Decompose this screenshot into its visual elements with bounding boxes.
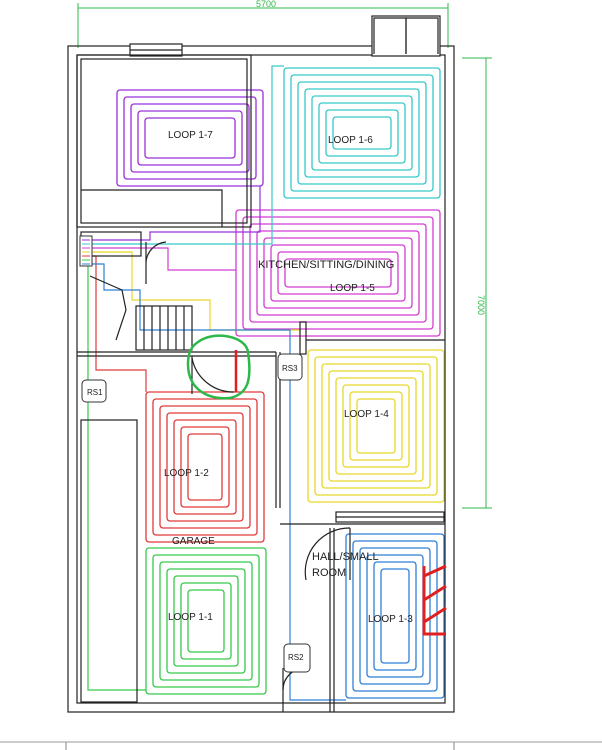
loop-1-1-ring <box>152 554 260 688</box>
loop-1-4-ring <box>307 349 445 503</box>
loop-1-3-feed <box>92 263 346 701</box>
loop-1-6-ring <box>290 74 434 192</box>
loop-1-3-ring <box>373 561 417 671</box>
loop-1-4-ring <box>356 398 396 454</box>
loop-1-6-ring <box>283 67 441 199</box>
loop-1-7-ring <box>116 89 264 187</box>
loop-1-5-ring <box>256 230 420 316</box>
loop-1-1-pipes <box>145 547 267 695</box>
loop-1-7-label: LOOP 1-7 <box>168 130 213 141</box>
loop-1-5-feed <box>92 247 236 271</box>
loop-1-6-pipes <box>283 67 441 199</box>
dimension-width: 5700 <box>77 0 449 48</box>
loop-1-4-label: LOOP 1-4 <box>344 409 389 420</box>
loop-1-3-ring <box>359 547 431 685</box>
loop-1-6-feed <box>92 65 284 245</box>
loop-1-2-ring <box>166 412 244 522</box>
rs1-label: RS1 <box>87 388 103 397</box>
loop-1-7-feed <box>92 186 261 241</box>
room-sensor-rs3: RS3 <box>277 353 303 381</box>
walls <box>0 15 602 750</box>
loop-1-2-ring <box>173 419 237 515</box>
loop-1-1-label: LOOP 1-1 <box>168 612 213 623</box>
highlight-circle <box>186 334 251 400</box>
dimension-height: 7000 <box>462 57 492 509</box>
loop-1-6-label: LOOP 1-6 <box>328 135 373 146</box>
loop-1-5-ring <box>270 244 406 302</box>
loop-1-5-ring <box>284 258 392 288</box>
loop-1-1-ring <box>159 561 253 681</box>
loop-1-5-ring <box>263 237 413 309</box>
loop-1-4-ring <box>328 370 424 482</box>
loop-1-1-ring <box>173 575 239 667</box>
loop-1-5-ring <box>242 216 434 330</box>
loop-1-7-ring <box>130 103 250 173</box>
loop-1-7-ring <box>137 110 243 166</box>
hall-label: HALL/SMALL <box>312 551 379 563</box>
rs3-label: RS3 <box>282 364 298 373</box>
loop-1-5-ring <box>277 251 399 295</box>
loop-1-6-ring <box>311 95 413 171</box>
loop-1-1-ring <box>166 568 246 674</box>
staircase <box>89 275 193 351</box>
loop-1-7-ring <box>123 96 257 180</box>
loop-1-2-ring <box>187 433 223 501</box>
loop-1-6-ring <box>332 116 392 150</box>
loop-1-1-ring <box>180 582 232 660</box>
dimension-height-label: 7000 <box>476 295 486 315</box>
loop-1-5-pipes <box>235 209 441 337</box>
loop-1-7-pipes <box>116 89 264 187</box>
loop-1-6-ring <box>297 81 427 185</box>
room-sensor-rs2: RS2 <box>283 643 311 673</box>
loop-1-4-pipes <box>307 349 445 503</box>
loop-1-6-ring <box>325 109 399 157</box>
loop-1-4-ring <box>349 391 403 461</box>
loop-1-6-ring <box>318 102 406 164</box>
loop-1-3-ring <box>345 533 445 699</box>
rs2-label: RS2 <box>288 653 304 662</box>
loop-1-7-ring <box>144 117 236 159</box>
loop-1-2-label: LOOP 1-2 <box>164 468 209 479</box>
loop-1-2-ring <box>159 405 251 529</box>
loop-1-6-ring <box>304 88 420 178</box>
hall-label-line2: ROOM <box>312 567 346 579</box>
loop-1-5-ring <box>235 209 441 337</box>
loop-1-5-ring <box>249 223 427 323</box>
loop-1-2-ring <box>152 398 258 536</box>
loop-1-2-ring <box>180 426 230 508</box>
kitchen-label: KITCHEN/SITTING/DINING <box>258 259 394 271</box>
dimension-width-label: 5700 <box>256 0 276 9</box>
manifold <box>79 235 93 267</box>
loop-1-4-ring <box>335 377 417 475</box>
garage-label: GARAGE <box>172 536 215 547</box>
loop-1-3-ring <box>352 540 438 692</box>
room-sensor-rs1: RS1 <box>81 379 107 403</box>
loop-1-5-label: LOOP 1-5 <box>330 283 375 294</box>
loop-1-3-ring <box>380 568 410 664</box>
loop-1-2-pipes <box>145 391 265 543</box>
loop-1-1-ring <box>145 547 267 695</box>
loop-1-4-ring <box>314 356 438 496</box>
loop-1-2-feed <box>92 255 147 392</box>
annotation-hatch <box>422 564 447 636</box>
loop-1-1-ring <box>187 589 225 653</box>
loop-1-4-ring <box>321 363 431 489</box>
loop-1-4-ring <box>342 384 410 468</box>
loop-1-2-ring <box>145 391 265 543</box>
loop-1-3-label: LOOP 1-3 <box>368 614 413 625</box>
